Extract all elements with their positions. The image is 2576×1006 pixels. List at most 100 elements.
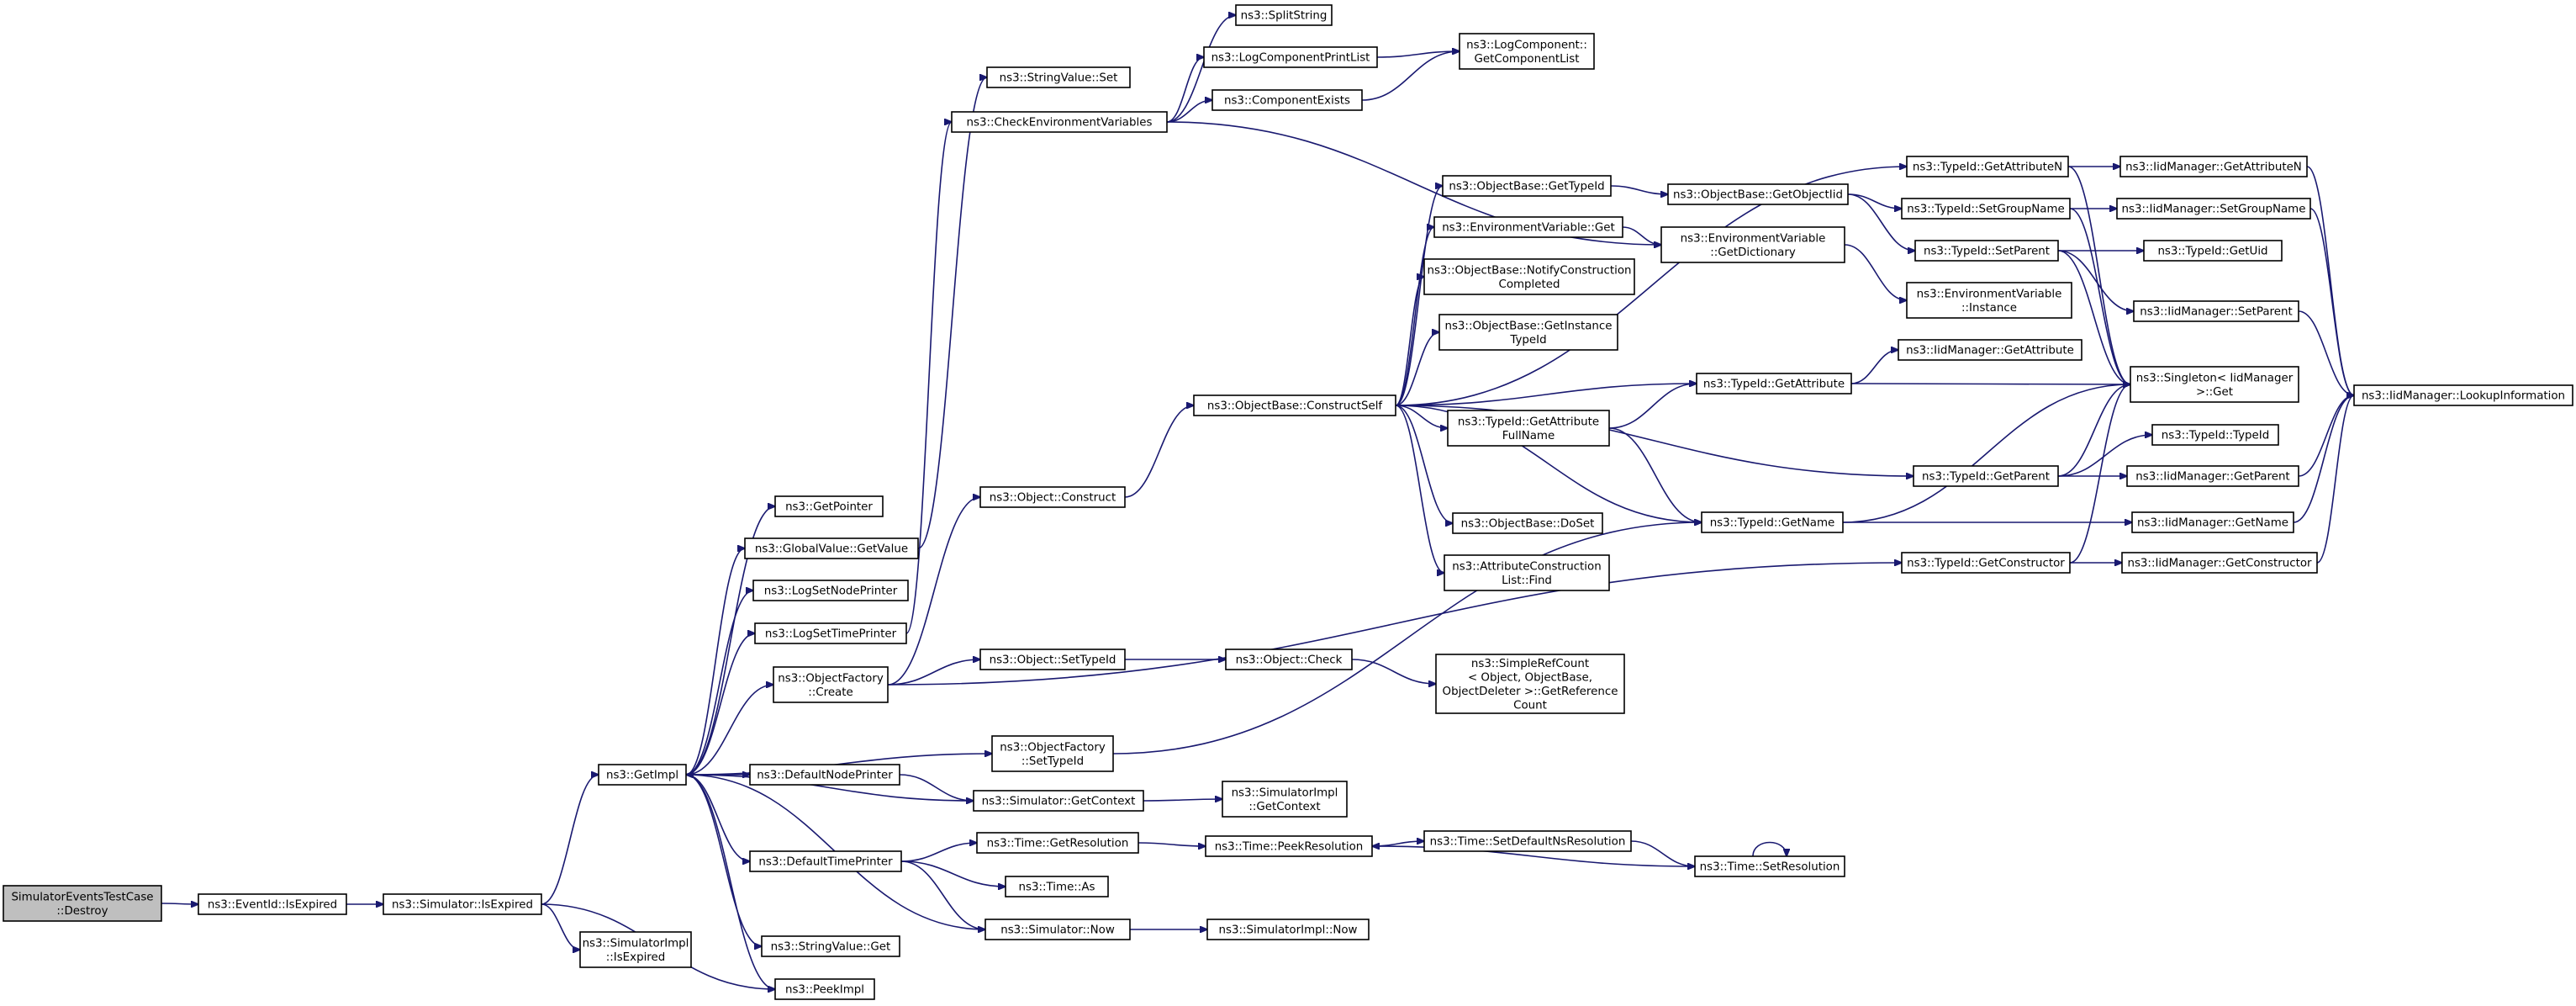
node-box xyxy=(1433,216,1623,238)
node-getpointer[interactable]: ns3::GetPointer xyxy=(774,495,884,517)
node-iidmanager_lookup[interactable]: ns3::IidManager::LookupInformation xyxy=(2353,384,2573,406)
edge-iidmanager_setgroupname-to-iidmanager_lookup xyxy=(2309,208,2354,395)
node-label: ns3::EventId::IsExpired xyxy=(208,899,337,912)
edge-typeid_getattrfullname-to-typeid_getattribute xyxy=(1608,384,1697,429)
edge-iidmanager_getname-to-iidmanager_lookup xyxy=(2293,395,2354,523)
node-envvar_get[interactable]: ns3::EnvironmentVariable::Get xyxy=(1433,216,1623,238)
node-checkenv[interactable]: ns3::CheckEnvironmentVariables xyxy=(951,111,1168,133)
node-label: ns3::Time::SetDefaultNsResolution xyxy=(1430,836,1626,849)
edge-typeid_getattributen-to-singleton_get xyxy=(2067,166,2130,384)
node-objectfactory_create[interactable]: ns3::ObjectFactory::Create xyxy=(773,666,889,703)
node-stringvalue_get[interactable]: ns3::StringValue::Get xyxy=(761,935,900,957)
node-object_construct[interactable]: ns3::Object::Construct xyxy=(979,486,1126,508)
node-box xyxy=(979,486,1126,508)
node-stringvalue_set[interactable]: ns3::StringValue::Set xyxy=(986,66,1131,88)
node-logsettimeprinter[interactable]: ns3::LogSetTimePrinter xyxy=(754,622,907,644)
node-root[interactable]: SimulatorEventsTestCase::Destroy xyxy=(3,885,162,922)
node-box xyxy=(1696,373,1852,394)
node-time_setresolution[interactable]: ns3::Time::SetResolution xyxy=(1694,855,1845,877)
node-time_getresolution[interactable]: ns3::Time::GetResolution xyxy=(976,832,1139,854)
node-getimpl[interactable]: ns3::GetImpl xyxy=(598,764,687,786)
node-logsetnodeprinter[interactable]: ns3::LogSetNodePrinter xyxy=(752,580,909,601)
node-box xyxy=(1225,649,1353,670)
node-object_settypeid[interactable]: ns3::Object::SetTypeId xyxy=(979,649,1126,670)
edge-typeid_getparent-to-typeid_typeid xyxy=(2057,435,2152,477)
node-iidmanager_getattribute[interactable]: ns3::IidManager::GetAttribute xyxy=(1898,339,2082,361)
node-peekimpl[interactable]: ns3::PeekImpl xyxy=(774,978,875,1000)
node-eventid_isexpired[interactable]: ns3::EventId::IsExpired xyxy=(198,893,347,915)
node-iidmanager_setgroupname[interactable]: ns3::IidManager::SetGroupName xyxy=(2116,198,2311,220)
node-time_peekresolution[interactable]: ns3::Time::PeekResolution xyxy=(1205,835,1373,857)
node-objectbase_notify[interactable]: ns3::ObjectBase::NotifyConstructionCompl… xyxy=(1423,258,1635,295)
node-simimpl_isexpired[interactable]: ns3::SimulatorImpl::IsExpired xyxy=(579,931,692,968)
node-envvar_instance[interactable]: ns3::EnvironmentVariable::Instance xyxy=(1906,282,2072,319)
node-time_as[interactable]: ns3::Time::As xyxy=(1005,876,1109,897)
node-defaulttimeprinter[interactable]: ns3::DefaultTimePrinter xyxy=(749,850,902,872)
node-iidmanager_setparent[interactable]: ns3::IidManager::SetParent xyxy=(2133,300,2299,322)
node-typeid_getname[interactable]: ns3::TypeId::GetName xyxy=(1701,511,1844,533)
node-label: ns3::LogSetNodePrinter xyxy=(764,585,898,598)
node-logcomponent_getlist[interactable]: ns3::LogComponent::GetComponentList xyxy=(1459,33,1595,70)
edge-objectbase_constructself-to-typeid_getattributen xyxy=(1395,167,1907,406)
node-simimpl_now[interactable]: ns3::SimulatorImpl::Now xyxy=(1206,919,1370,940)
node-objectbase_constructself[interactable]: ns3::ObjectBase::ConstructSelf xyxy=(1193,394,1396,416)
node-typeid_getattribute[interactable]: ns3::TypeId::GetAttribute xyxy=(1696,373,1852,394)
node-simulator_getcontext[interactable]: ns3::Simulator::GetContext xyxy=(973,790,1144,812)
node-time_setdefaultns[interactable]: ns3::Time::SetDefaultNsResolution xyxy=(1423,830,1632,852)
node-label: ObjectDeleter >::GetReference xyxy=(1443,686,1618,698)
node-typeid_getconstructor[interactable]: ns3::TypeId::GetConstructor xyxy=(1901,552,2071,574)
node-componentexists[interactable]: ns3::ComponentExists xyxy=(1211,89,1363,111)
node-objectbase_doset[interactable]: ns3::ObjectBase::DoSet xyxy=(1452,512,1603,534)
edge-time_setdefaultns-to-time_setresolution xyxy=(1630,840,1695,866)
node-simplerefcount[interactable]: ns3::SimpleRefCount< Object, ObjectBase,… xyxy=(1435,654,1625,714)
edge-typeid_getparent-to-singleton_get xyxy=(2057,384,2130,477)
node-objectbase_gettypeid[interactable]: ns3::ObjectBase::GetTypeId xyxy=(1442,175,1612,197)
node-envvar_getdictionary[interactable]: ns3::EnvironmentVariable::GetDictionary xyxy=(1660,226,1845,263)
node-box xyxy=(749,850,902,872)
node-box xyxy=(1898,339,2082,361)
edge-objectbase_getobjectiid-to-typeid_setparent xyxy=(1847,193,1915,251)
edge-iidmanager_getattributen-to-iidmanager_lookup xyxy=(2306,166,2354,395)
node-label: ns3::ObjectBase::GetTypeId xyxy=(1449,181,1604,193)
node-globalvalue_getvalue[interactable]: ns3::GlobalValue::GetValue xyxy=(744,537,919,559)
node-typeid_getuid[interactable]: ns3::TypeId::GetUid xyxy=(2143,240,2283,262)
node-splitstring[interactable]: ns3::SplitString xyxy=(1235,4,1333,26)
node-objectfactory_settypeid[interactable]: ns3::ObjectFactory::SetTypeId xyxy=(991,735,1114,772)
node-box xyxy=(579,931,692,968)
edge-typeid_setgroupname-to-singleton_get xyxy=(2069,208,2130,384)
node-singleton_get[interactable]: ns3::Singleton< IidManager>::Get xyxy=(2130,366,2299,403)
node-label: ns3::LogComponent:: xyxy=(1466,39,1587,51)
edge-typeid_getname-to-singleton_get xyxy=(1842,384,2130,523)
node-label: ns3::TypeId::SetParent xyxy=(1924,246,2050,258)
node-box xyxy=(1906,156,2069,177)
node-iidmanager_getname[interactable]: ns3::IidManager::GetName xyxy=(2131,511,2294,533)
node-typeid_getattributen[interactable]: ns3::TypeId::GetAttributeN xyxy=(1906,156,2069,177)
node-objectbase_getobjectiid[interactable]: ns3::ObjectBase::GetObjectIid xyxy=(1667,183,1849,205)
node-typeid_getparent[interactable]: ns3::TypeId::GetParent xyxy=(1913,465,2059,487)
node-box xyxy=(2151,424,2279,446)
node-box xyxy=(1660,226,1845,263)
node-logcomponentprintlist[interactable]: ns3::LogComponentPrintList xyxy=(1203,46,1378,68)
node-defaultnodeprinter[interactable]: ns3::DefaultNodePrinter xyxy=(749,764,900,786)
node-box xyxy=(1913,465,2059,487)
node-simulator_now[interactable]: ns3::Simulator::Now xyxy=(984,919,1131,940)
node-box xyxy=(754,622,907,644)
node-simulator_isexpired[interactable]: ns3::Simulator::IsExpired xyxy=(383,893,542,915)
node-typeid_setparent[interactable]: ns3::TypeId::SetParent xyxy=(1914,240,2059,262)
node-label: ns3::TypeId::GetAttribute xyxy=(1458,416,1599,428)
node-label: ns3::Time::PeekResolution xyxy=(1215,841,1364,854)
node-box xyxy=(1906,282,2072,319)
edges-layer xyxy=(161,15,2354,989)
node-box xyxy=(1459,33,1595,70)
node-typeid_setgroupname[interactable]: ns3::TypeId::SetGroupName xyxy=(1901,198,2071,220)
node-simimpl_getcontext[interactable]: ns3::SimulatorImpl::GetContext xyxy=(1222,781,1348,818)
node-typeid_typeid[interactable]: ns3::TypeId::TypeId xyxy=(2151,424,2279,446)
node-iidmanager_getparent[interactable]: ns3::IidManager::GetParent xyxy=(2126,465,2299,487)
node-iidmanager_getconstructor[interactable]: ns3::IidManager::GetConstructor xyxy=(2121,552,2318,574)
node-iidmanager_getattributen[interactable]: ns3::IidManager::GetAttributeN xyxy=(2119,156,2308,177)
edge-object_construct-to-objectbase_constructself xyxy=(1124,405,1194,498)
node-object_check[interactable]: ns3::Object::Check xyxy=(1225,649,1353,670)
